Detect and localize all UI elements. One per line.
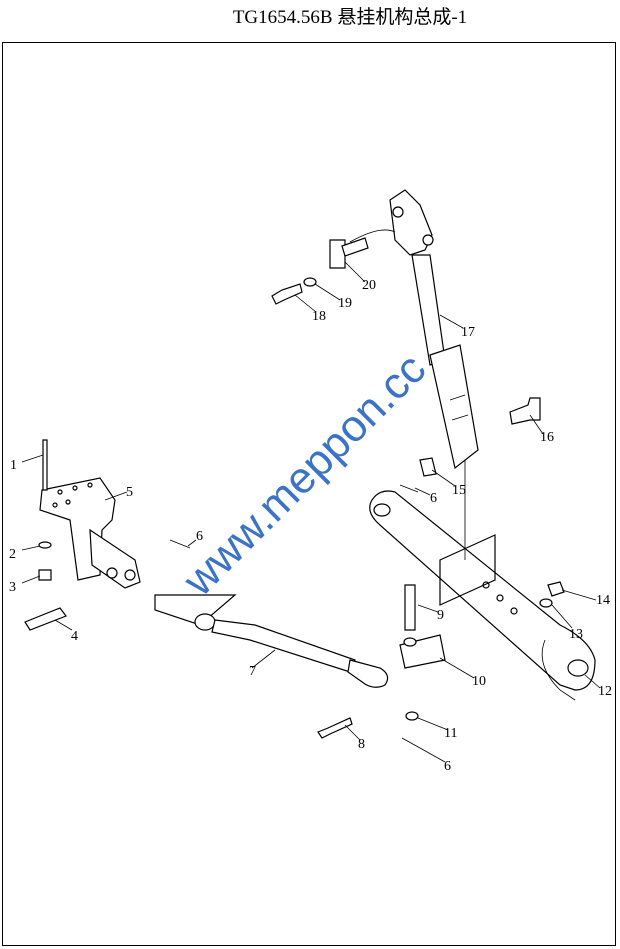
callout-9: 9	[437, 608, 444, 623]
washer-13	[539, 598, 553, 608]
pin-20	[329, 237, 369, 269]
bolt-18	[271, 283, 303, 305]
pin-4	[24, 607, 67, 631]
nut-14	[547, 581, 565, 597]
pin-9	[404, 584, 416, 631]
callout-13: 13	[569, 627, 583, 642]
callout-6c: 6	[430, 491, 437, 506]
callout-1: 1	[10, 458, 17, 473]
callout-14: 14	[596, 593, 610, 608]
callout-8: 8	[358, 737, 365, 752]
callout-11: 11	[444, 726, 457, 741]
nut-3	[38, 569, 52, 581]
callout-7: 7	[249, 664, 256, 679]
callout-20: 20	[362, 278, 376, 293]
top-link-17	[389, 189, 479, 470]
bracket-10	[399, 634, 446, 669]
callout-6: 6	[196, 529, 203, 544]
stud-1	[42, 439, 48, 491]
callout-19: 19	[338, 296, 352, 311]
washer-19	[303, 277, 317, 287]
callout-4: 4	[71, 629, 78, 644]
callout-18: 18	[312, 309, 326, 324]
callout-5: 5	[126, 485, 133, 500]
callout-17: 17	[461, 325, 475, 340]
callout-16: 16	[540, 430, 554, 445]
bracket-5	[39, 477, 141, 589]
drawing-frame	[2, 42, 616, 946]
page-title: TG1654.56B 悬挂机构总成-1	[232, 7, 468, 28]
pin-16	[509, 397, 541, 425]
washer-11	[405, 711, 419, 721]
clip-15	[419, 457, 437, 477]
leader-lines	[21, 229, 601, 763]
callout-6b: 6	[444, 759, 451, 774]
bolt-8	[317, 717, 353, 739]
washer-2	[38, 541, 52, 549]
cotter-pins	[169, 484, 421, 749]
callout-10: 10	[472, 674, 486, 689]
callout-15: 15	[452, 483, 466, 498]
callout-12: 12	[598, 684, 612, 699]
callout-2: 2	[9, 547, 16, 562]
stabilizer-7	[154, 594, 389, 688]
callout-3: 3	[9, 580, 16, 595]
lower-link-12	[369, 490, 596, 701]
